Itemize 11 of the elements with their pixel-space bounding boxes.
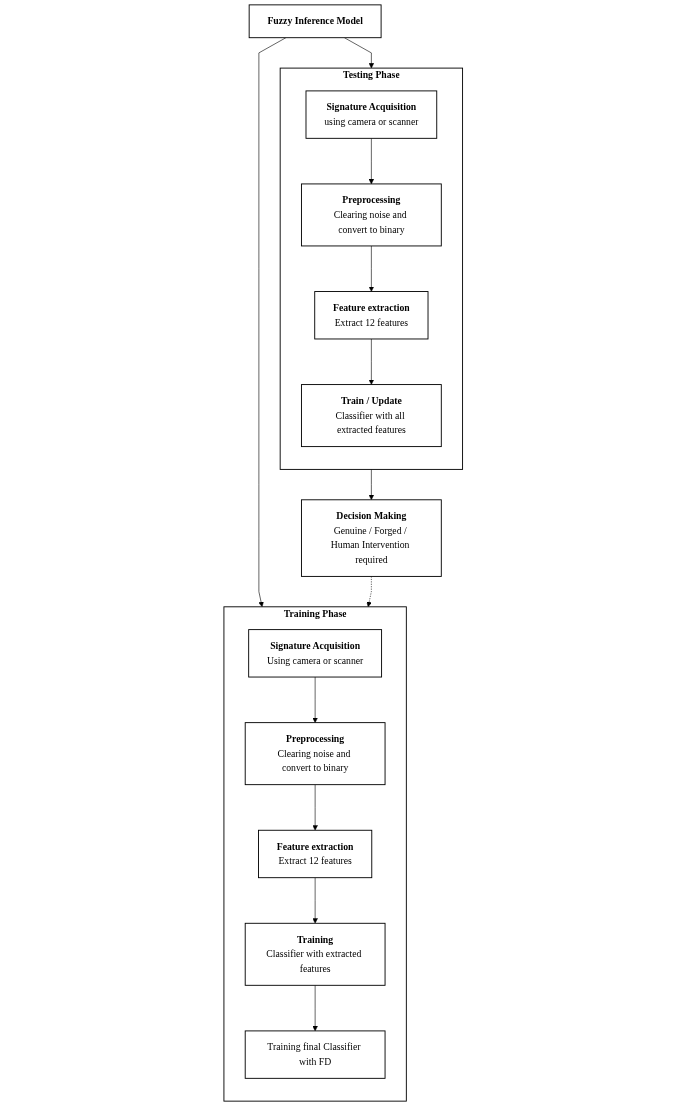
node-box: Feature extraction Extract 12 features — [257, 829, 372, 879]
node-box: Signature Acquisition using camera or scanner — [305, 90, 437, 139]
node-box: Preprocessing Clearing noise and convert to binary — [300, 183, 442, 247]
node-box: Training Classifier with extracted features — [244, 922, 386, 986]
node-box: Preprocessing Clearing noise and convert to binary — [244, 722, 386, 786]
node-box: Decision Making Genuine / Forged / Human Intervention required — [300, 499, 442, 577]
node-box: Signature Acquisition Using camera or scanner — [247, 629, 382, 678]
node-box: Train / Update Classifier with all extracted features — [300, 384, 442, 448]
node-box: Feature extraction Extract 12 features — [314, 291, 429, 340]
node-box: Fuzzy Inference Model — [248, 4, 382, 39]
node-box: Training final Classifier with FD — [244, 1030, 386, 1079]
